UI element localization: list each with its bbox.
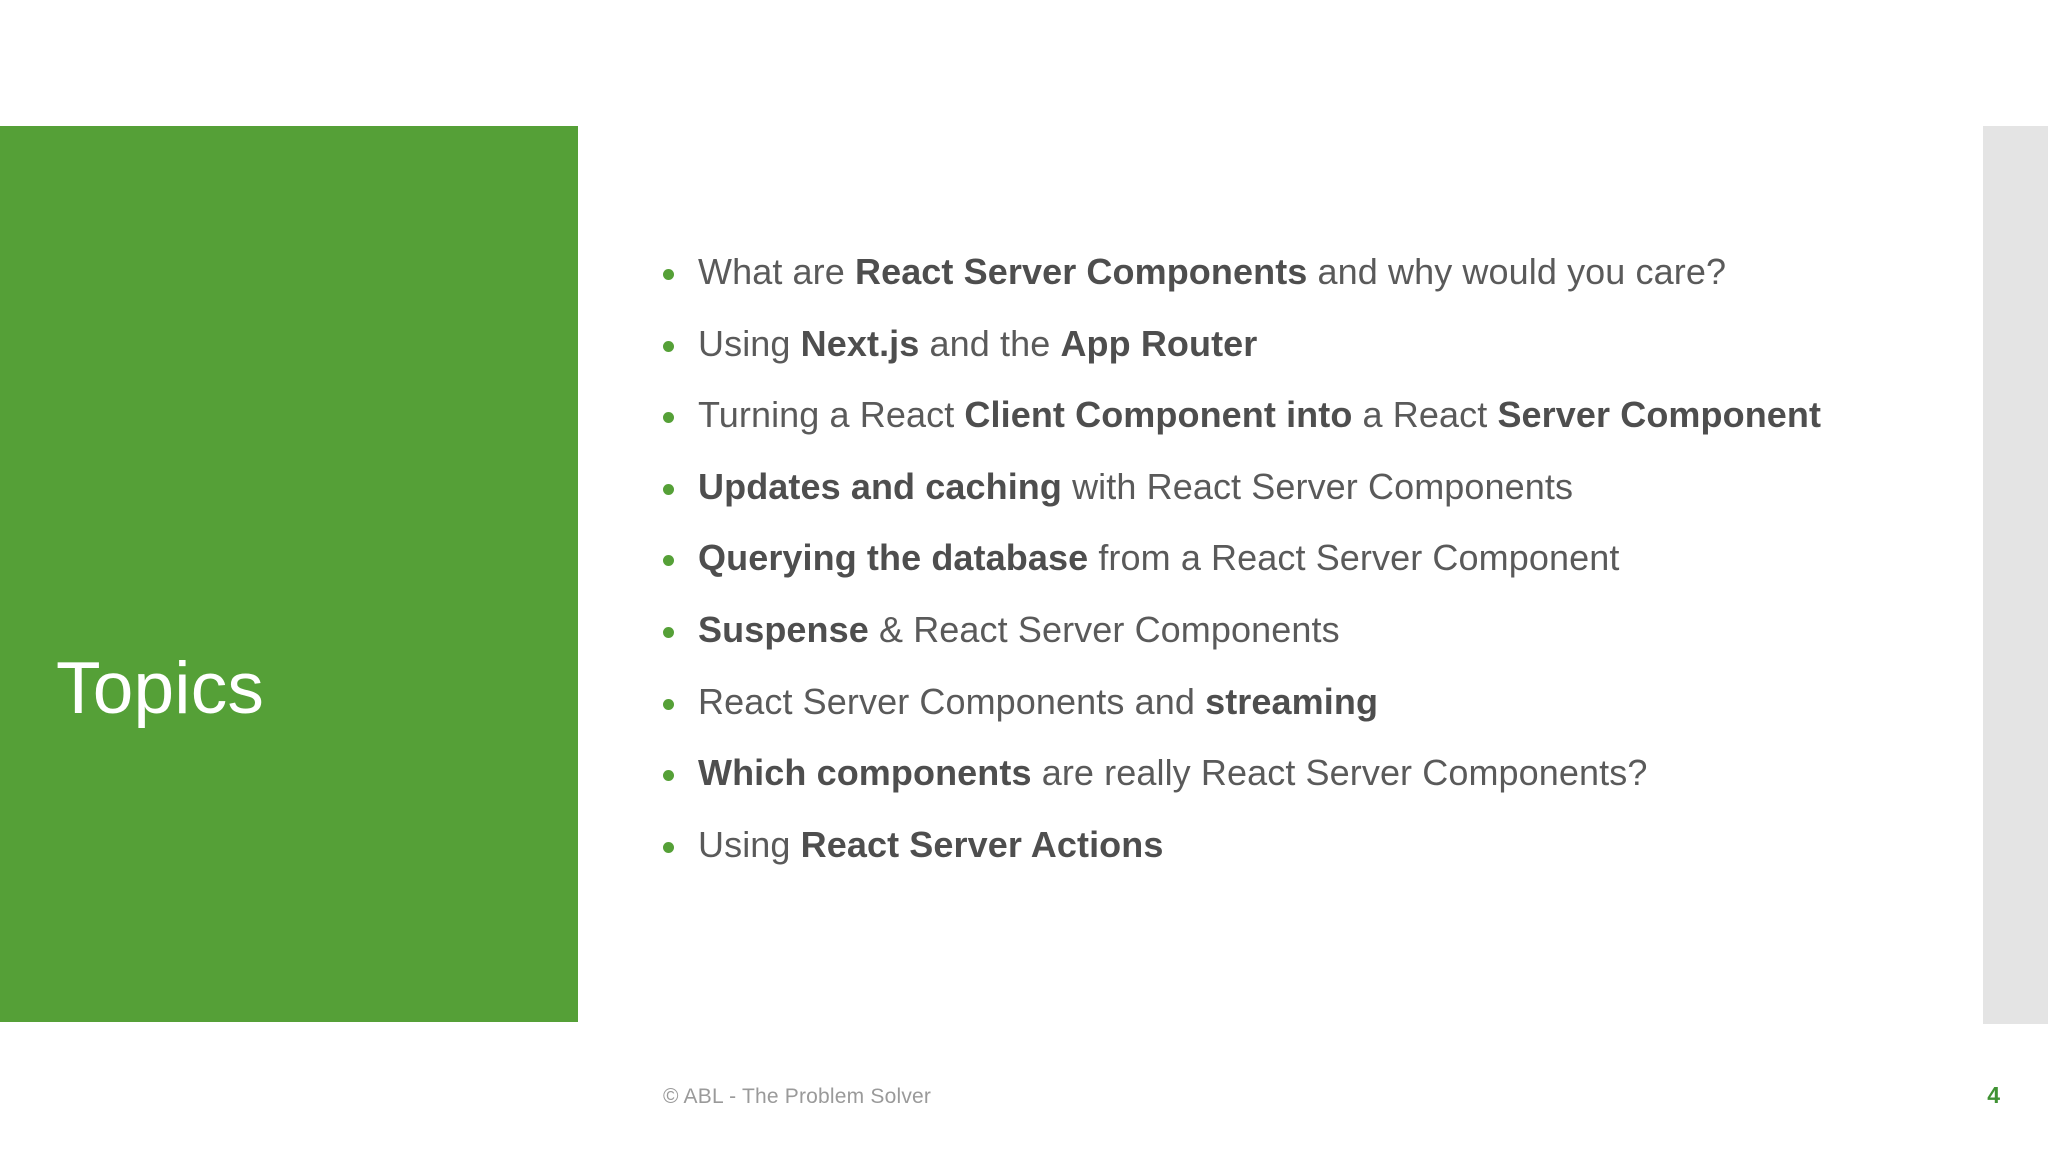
footer-copyright: © ABL - The Problem Solver: [663, 1085, 932, 1108]
bullet-dot-icon: [663, 770, 674, 782]
bullet-dot-icon: [663, 340, 674, 352]
bullet-dot-icon: [663, 412, 674, 424]
bullet-dot-icon: [663, 483, 674, 495]
list-item-label: What are React Server Components and why…: [698, 251, 1727, 292]
list-item: Which components are really React Server…: [663, 751, 1953, 823]
list-item: Using React Server Actions: [663, 823, 1953, 895]
list-item: Updates and caching with React Server Co…: [663, 465, 1953, 537]
list-item: Suspense & React Server Components: [663, 608, 1953, 680]
list-item-label: Querying the database from a React Serve…: [698, 537, 1620, 579]
bullet-dot-icon: [663, 841, 674, 853]
list-item-label: Suspense & React Server Components: [698, 608, 1340, 650]
list-item-label: Updates and caching with React Server Co…: [698, 465, 1574, 507]
bullet-dot-icon: [663, 555, 674, 567]
topics-bullet-list: What are React Server Components and why…: [663, 250, 1953, 894]
list-item: Using Next.js and the App Router: [663, 322, 1953, 394]
list-item-label: Using Next.js and the App Router: [698, 322, 1258, 364]
page-number: 4: [1987, 1082, 2000, 1108]
page-title: Topics: [56, 648, 265, 729]
title-block: Topics: [0, 126, 578, 1022]
list-item: React Server Components and streaming: [663, 680, 1953, 752]
bullet-dot-icon: [663, 626, 674, 638]
list-item-label: Using React Server Actions: [698, 823, 1164, 865]
list-item-label: React Server Components and streaming: [698, 680, 1379, 722]
bullet-dot-icon: [663, 698, 674, 710]
list-item: Querying the database from a React Serve…: [663, 536, 1953, 608]
right-side-panel: [1983, 126, 2048, 1024]
bullet-dot-icon: [663, 269, 674, 280]
list-item-label: Which components are really React Server…: [698, 752, 1648, 794]
list-item: Turning a React Client Component into a …: [663, 393, 1953, 465]
list-item: What are React Server Components and why…: [663, 250, 1953, 322]
list-item-label: Turning a React Client Component into a …: [698, 394, 1822, 436]
